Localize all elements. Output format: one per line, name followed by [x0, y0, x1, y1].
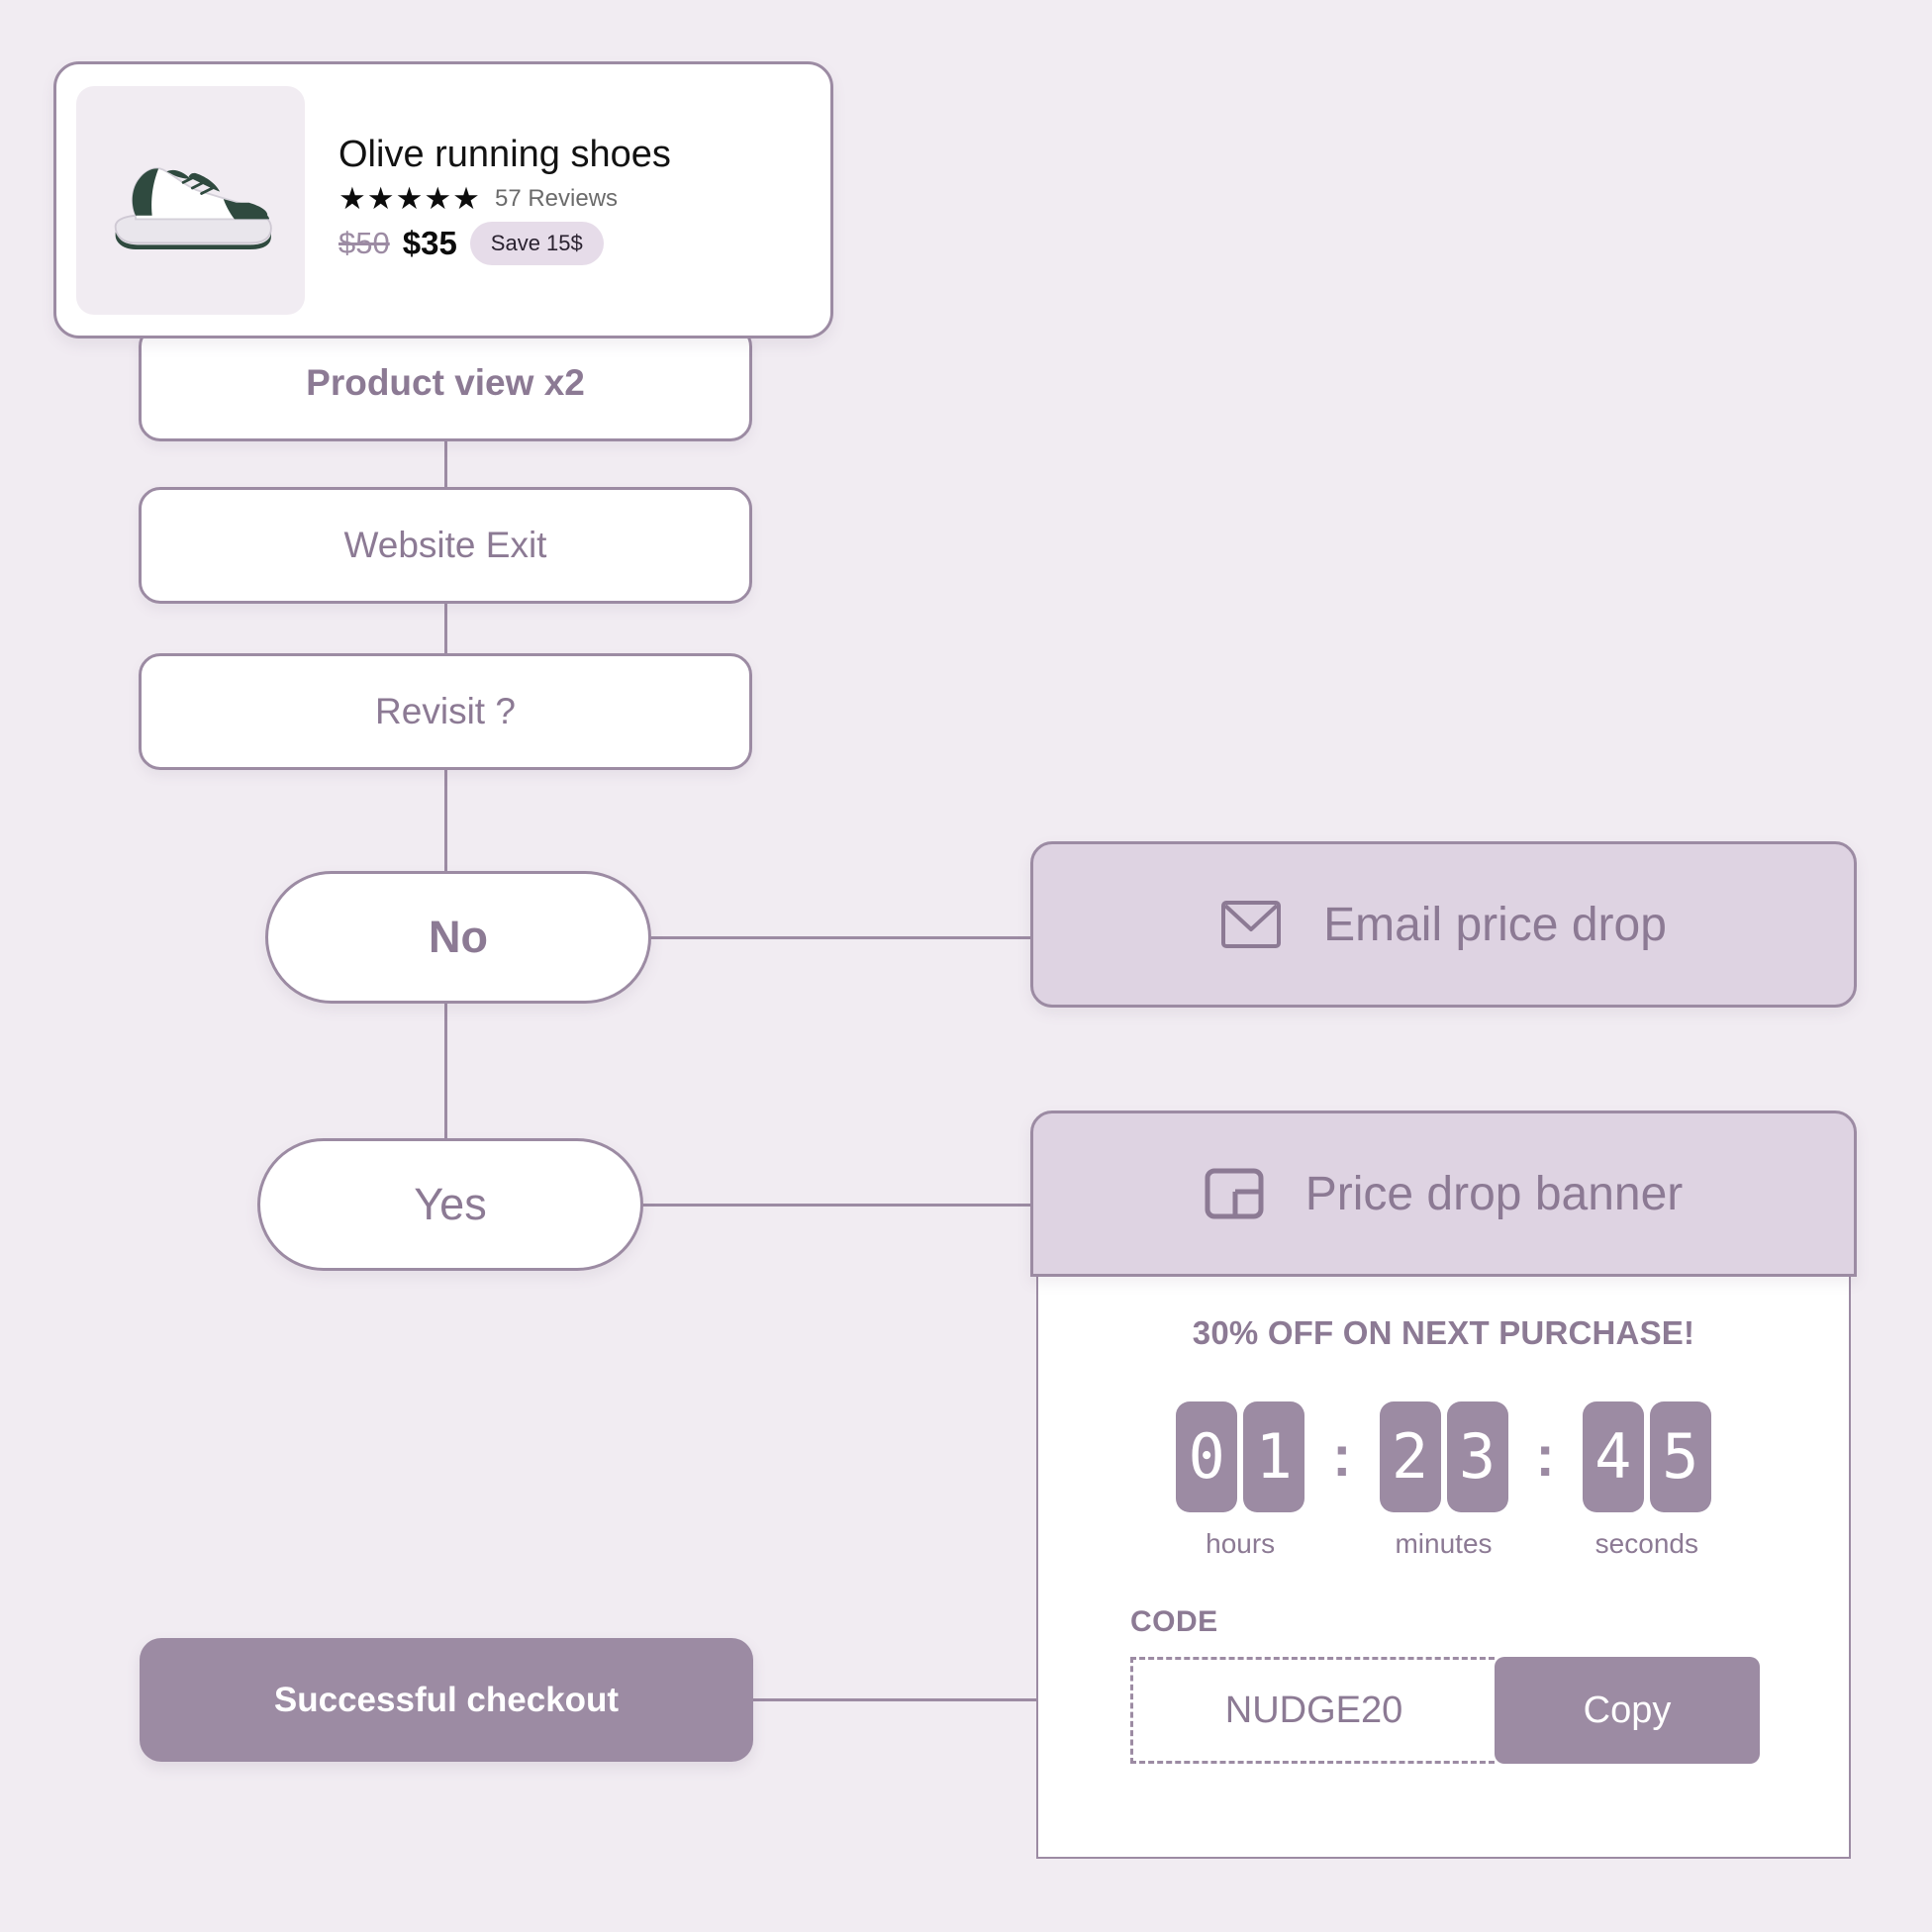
- countdown-digit: 1: [1243, 1401, 1305, 1512]
- countdown-label: seconds: [1594, 1528, 1698, 1559]
- flow-step-website-exit[interactable]: Website Exit: [139, 487, 752, 604]
- countdown-separator: :: [1535, 1424, 1555, 1489]
- star-rating-icon: ★★★★★: [338, 181, 481, 217]
- old-price: $50: [338, 226, 390, 261]
- countdown-group-minutes: 2 3 minutes: [1379, 1401, 1508, 1560]
- countdown-digit: 3: [1446, 1401, 1508, 1512]
- promo-code-value[interactable]: NUDGE20: [1130, 1657, 1495, 1764]
- action-card-email-price-drop[interactable]: Email price drop: [1030, 841, 1857, 1008]
- review-count: 57 Reviews: [494, 184, 619, 212]
- product-thumbnail: [76, 85, 305, 315]
- connector-yes-to-banner: [641, 1204, 1034, 1207]
- save-badge: Save 15$: [469, 222, 604, 266]
- banner-headline: 30% OFF ON NEXT PURCHASE!: [1192, 1314, 1695, 1351]
- connector-product-view-to-exit: [444, 439, 447, 489]
- countdown-digit: 4: [1582, 1401, 1644, 1512]
- countdown-separator: :: [1332, 1424, 1352, 1489]
- flow-step-product-view[interactable]: Product view x2: [139, 325, 752, 441]
- product-title: Olive running shoes: [338, 133, 671, 175]
- countdown-timer: 0 1 hours : 2 3 minutes : 4 5 seconds: [1038, 1401, 1849, 1560]
- sneaker-icon: [114, 167, 272, 249]
- countdown-digits: 0 1: [1176, 1401, 1305, 1512]
- countdown-label: hours: [1206, 1528, 1276, 1559]
- price-drop-banner-panel: 30% OFF ON NEXT PURCHASE! 0 1 hours : 2 …: [1036, 1275, 1851, 1859]
- action-card-label: Email price drop: [1323, 898, 1667, 951]
- connector-no-to-email: [648, 936, 1034, 939]
- promo-code-label: CODE: [1130, 1605, 1218, 1638]
- countdown-group-seconds: 4 5 seconds: [1582, 1401, 1711, 1560]
- countdown-digit: 2: [1379, 1401, 1441, 1512]
- envelope-icon: [1220, 900, 1282, 949]
- price-row: $50 $35 Save 15$: [338, 222, 671, 266]
- action-card-label: Price drop banner: [1304, 1167, 1684, 1220]
- rating-row: ★★★★★ 57 Reviews: [338, 183, 671, 214]
- decision-node-no[interactable]: No: [265, 871, 651, 1004]
- flow-step-revisit[interactable]: Revisit ?: [139, 653, 752, 770]
- product-card[interactable]: Olive running shoes ★★★★★ 57 Reviews $50…: [53, 61, 833, 338]
- countdown-digits: 4 5: [1582, 1401, 1711, 1512]
- connector-no-to-yes: [444, 1002, 447, 1140]
- countdown-group-hours: 0 1 hours: [1176, 1401, 1305, 1560]
- countdown-label: minutes: [1395, 1528, 1493, 1559]
- copy-button[interactable]: Copy: [1495, 1657, 1760, 1764]
- connector-revisit-to-no: [444, 768, 447, 873]
- banner-layout-icon: [1205, 1168, 1264, 1219]
- countdown-digit: 5: [1649, 1401, 1711, 1512]
- current-price: $35: [402, 225, 457, 262]
- product-info: Olive running shoes ★★★★★ 57 Reviews $50…: [305, 133, 671, 266]
- action-card-price-drop-banner[interactable]: Price drop banner: [1030, 1111, 1857, 1277]
- flow-node-successful-checkout[interactable]: Successful checkout: [140, 1638, 753, 1762]
- countdown-digits: 2 3: [1379, 1401, 1508, 1512]
- connector-checkout-to-banner: [750, 1698, 1039, 1701]
- promo-code-row: NUDGE20 Copy: [1130, 1657, 1760, 1764]
- promo-code-section: CODE NUDGE20 Copy: [1130, 1605, 1849, 1764]
- decision-node-yes[interactable]: Yes: [257, 1138, 643, 1271]
- connector-exit-to-revisit: [444, 602, 447, 655]
- countdown-digit: 0: [1176, 1401, 1238, 1512]
